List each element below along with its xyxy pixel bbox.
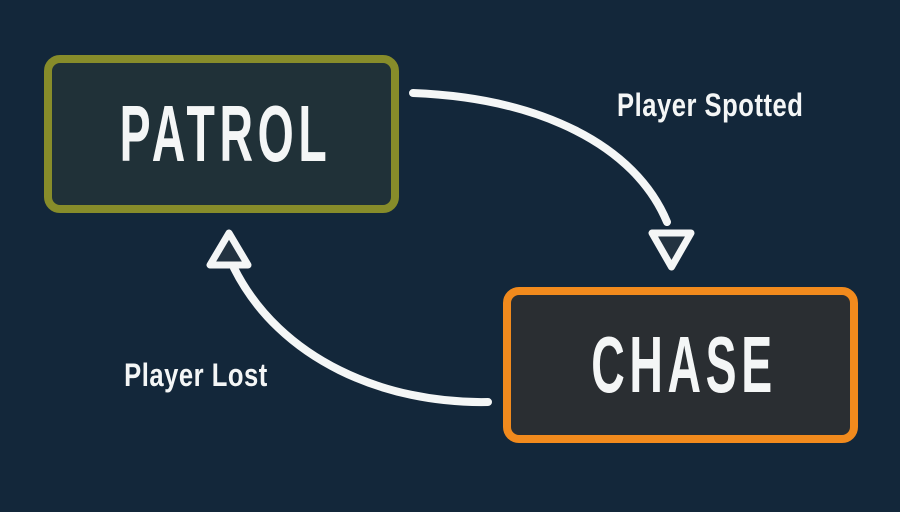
state-label-patrol: PATROL bbox=[119, 89, 332, 178]
state-box-patrol: PATROL bbox=[44, 55, 399, 213]
transition-label-player-lost: Player Lost bbox=[124, 357, 268, 393]
state-box-chase: CHASE bbox=[503, 287, 858, 443]
state-label-chase: CHASE bbox=[591, 320, 778, 409]
arrowhead-up-icon bbox=[206, 229, 252, 269]
transition-label-player-spotted: Player Spotted bbox=[617, 87, 804, 123]
transition-arrow-player-lost bbox=[230, 264, 492, 407]
arrowhead-down-icon bbox=[648, 229, 695, 271]
